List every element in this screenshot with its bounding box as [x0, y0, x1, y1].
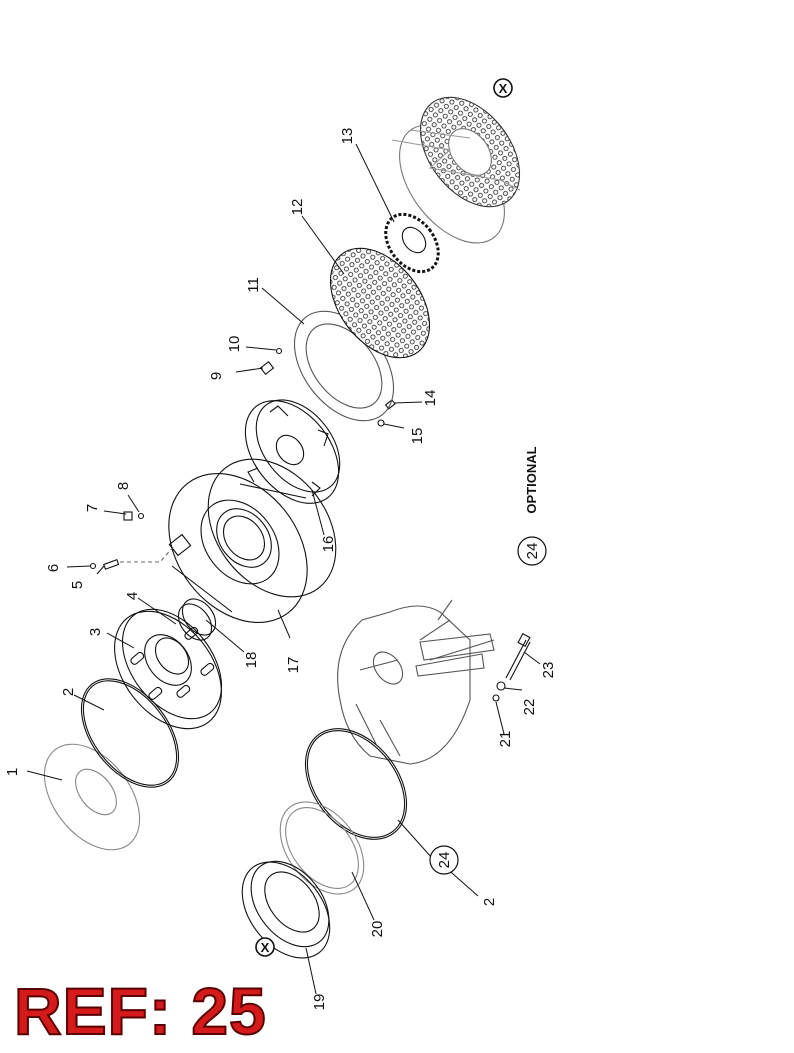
- circled-callout-24-legend: 24: [517, 536, 547, 566]
- callout-8: 8: [115, 482, 132, 490]
- callout-21: 21: [497, 731, 514, 748]
- callout-1: 1: [4, 768, 21, 776]
- circled-24-text: 24: [436, 852, 453, 869]
- legend-24-text: 24: [524, 543, 541, 560]
- part-12-friction-disc: [329, 247, 431, 359]
- callout-11: 11: [245, 277, 262, 293]
- callout-6: 6: [45, 564, 62, 572]
- callout-17: 17: [285, 657, 302, 674]
- callout-7: 7: [84, 504, 101, 512]
- x-mark-text: X: [261, 940, 270, 955]
- callout-5: 5: [69, 581, 86, 589]
- part-19-retainer: [241, 860, 331, 959]
- part-16-hub: [244, 399, 341, 504]
- x-mark-icon: X: [493, 78, 513, 98]
- callout-4: 4: [124, 592, 141, 600]
- callout-2-lower: 2: [481, 898, 498, 906]
- callout-15: 15: [409, 428, 426, 445]
- callout-22: 22: [521, 699, 538, 716]
- leader-lines: [26, 143, 541, 995]
- callout-13: 13: [339, 128, 356, 145]
- callout-12: 12: [289, 199, 306, 216]
- callout-2: 2: [60, 688, 77, 696]
- callout-18: 18: [243, 652, 260, 669]
- callout-3: 3: [87, 628, 104, 636]
- part-18-ring: [177, 598, 217, 641]
- callout-9: 9: [208, 372, 225, 380]
- callout-14: 14: [422, 390, 439, 407]
- part-2-large-o-ring: [304, 728, 408, 840]
- parts-21-23-bolt: [492, 632, 531, 702]
- small-hardware: [89, 347, 396, 570]
- ref-label: REF: 25: [13, 974, 267, 1048]
- optional-label: OPTIONAL: [524, 446, 539, 513]
- callout-10: 10: [226, 336, 243, 353]
- part-17-housing: [168, 458, 337, 623]
- part-20-washer: [279, 801, 365, 895]
- callout-labels: 1 2 3 4 5 6 7 8 9 10 11 12 13 14 15 16 1…: [4, 128, 557, 1011]
- x-mark-icon: X: [255, 937, 275, 957]
- callout-16: 16: [320, 536, 337, 553]
- clutch-pack-stack: [391, 96, 521, 244]
- part-2-o-ring: [80, 678, 180, 788]
- callout-23: 23: [540, 662, 557, 679]
- circled-callout-24-lower: 24: [429, 845, 459, 875]
- callout-20: 20: [369, 921, 386, 938]
- x-mark-text: X: [499, 81, 508, 96]
- part-1-washer: [43, 743, 141, 851]
- gearbox-casting: [337, 599, 495, 765]
- callout-19: 19: [311, 994, 328, 1011]
